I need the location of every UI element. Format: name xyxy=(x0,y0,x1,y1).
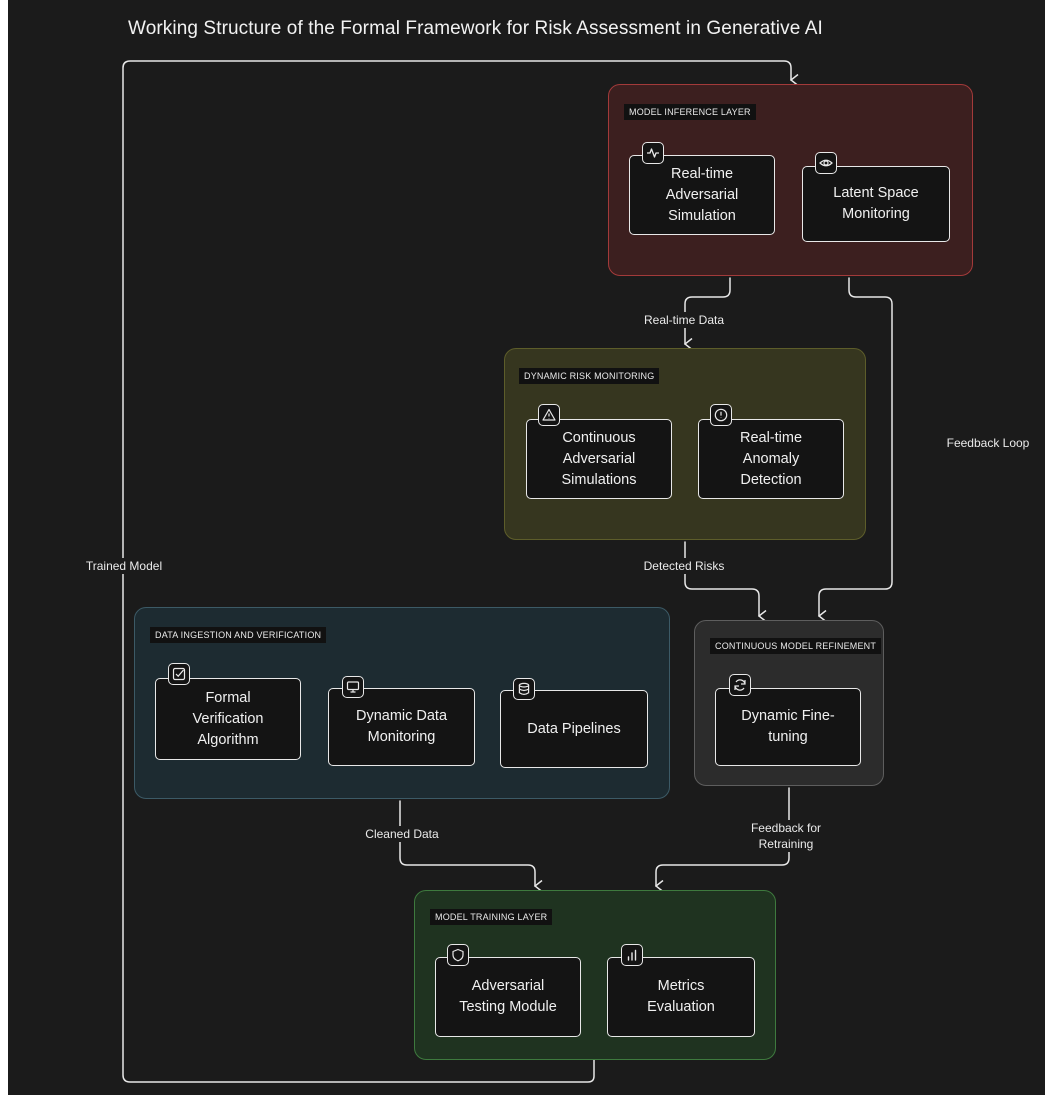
refresh-icon xyxy=(729,674,751,696)
node-continuous-adversarial-simulations[interactable]: Continuous Adversarial Simulations xyxy=(526,419,672,499)
edge-label-trained-model: Trained Model xyxy=(76,558,172,574)
group-label-inference: MODEL INFERENCE LAYER xyxy=(624,104,756,120)
group-label-ingestion: DATA INGESTION AND VERIFICATION xyxy=(150,627,327,643)
node-latent-space-monitoring[interactable]: Latent Space Monitoring xyxy=(802,166,950,242)
node-adversarial-testing-module[interactable]: Adversarial Testing Module xyxy=(435,957,581,1037)
warning-icon xyxy=(538,404,560,426)
edge-label-cleaned-data: Cleaned Data xyxy=(354,826,450,842)
node-realtime-adversarial-simulation[interactable]: Real-time Adversarial Simulation xyxy=(629,155,775,235)
group-label-refinement: CONTINUOUS MODEL REFINEMENT xyxy=(710,638,882,654)
database-icon xyxy=(513,678,535,700)
group-label-monitoring: DYNAMIC RISK MONITORING xyxy=(519,368,660,384)
edge-label-feedback-loop: Feedback Loop xyxy=(940,435,1036,451)
node-dynamic-data-monitoring[interactable]: Dynamic Data Monitoring xyxy=(328,688,475,766)
edge-label-realtime-data: Real-time Data xyxy=(636,312,732,328)
node-realtime-anomaly-detection[interactable]: Real-time Anomaly Detection xyxy=(698,419,844,499)
edge-label-detected-risks: Detected Risks xyxy=(636,558,732,574)
group-label-training: MODEL TRAINING LAYER xyxy=(430,909,553,925)
bar-chart-icon xyxy=(621,944,643,966)
activity-icon xyxy=(642,142,664,164)
eye-icon xyxy=(815,152,837,174)
node-dynamic-fine-tuning[interactable]: Dynamic Fine- tuning xyxy=(715,688,861,766)
monitor-icon xyxy=(342,676,364,698)
diagram-title: Working Structure of the Formal Framewor… xyxy=(128,18,823,39)
edge-label-feedback-retraining: Feedback for Retraining xyxy=(738,820,834,852)
node-formal-verification-algorithm[interactable]: Formal Verification Algorithm xyxy=(155,678,301,760)
shield-icon xyxy=(447,944,469,966)
checkbox-icon xyxy=(168,663,190,685)
node-metrics-evaluation[interactable]: Metrics Evaluation xyxy=(607,957,755,1037)
alert-circle-icon xyxy=(710,404,732,426)
node-data-pipelines[interactable]: Data Pipelines xyxy=(500,690,648,768)
